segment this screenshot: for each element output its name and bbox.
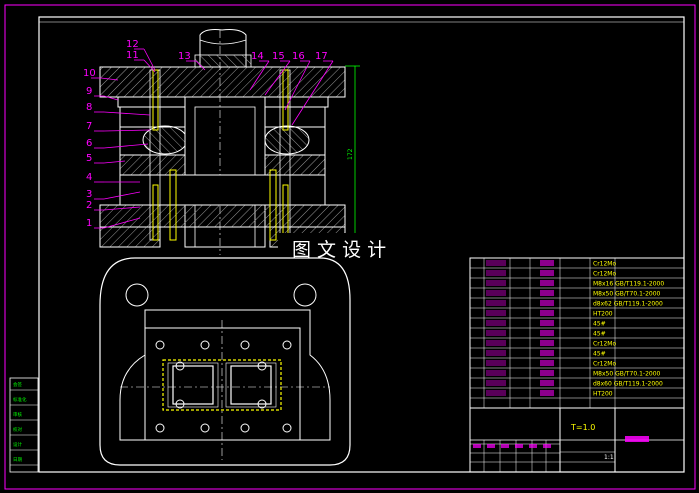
material-cell: M8x50 GB/T70.1-2000 <box>593 291 661 298</box>
height-dimension: 172 <box>347 148 354 160</box>
material-cell: M8x50 GB/T70.1-2000 <box>593 371 661 378</box>
scale-label: 1:1 <box>604 454 614 461</box>
part-number-label: 11 <box>126 50 139 61</box>
part-number-label: 8 <box>86 102 92 113</box>
material-cell: 45# <box>593 331 606 338</box>
material-cell: HT200 <box>593 391 613 398</box>
material-cell: Cr12Mo <box>593 261 616 268</box>
plan-view <box>99 257 351 466</box>
part-number-label: 12 <box>126 39 139 50</box>
stamp-label: 设计 <box>13 441 22 448</box>
part-number-label: 6 <box>86 138 92 149</box>
material-cell: 45# <box>593 321 606 328</box>
thickness-label: T=1.0 <box>570 423 595 432</box>
part-number-label: 10 <box>83 68 96 79</box>
part-number-label: 4 <box>86 172 92 183</box>
part-number-label: 9 <box>86 86 92 97</box>
material-cell: HT200 <box>593 311 613 318</box>
title-block-grid <box>470 440 560 472</box>
part-number-label: 2 <box>86 200 92 211</box>
stamp-label: 标准化 <box>13 396 27 403</box>
part-number-label: 5 <box>86 153 92 164</box>
part-number-label: 7 <box>86 121 92 132</box>
part-number-label: 1 <box>86 218 92 229</box>
material-cell: 45# <box>593 351 606 358</box>
inner-frame <box>38 16 685 473</box>
stamp-label: 审核 <box>13 411 22 418</box>
section-view: 172 <box>99 29 360 255</box>
stamp-label: 校对 <box>13 426 22 433</box>
material-cell: Cr12Mo <box>593 271 616 278</box>
mounting-holes <box>155 340 292 433</box>
material-cell: d8x62 GB/T119.1-2000 <box>593 301 663 308</box>
part-number-label: 13 <box>178 51 191 62</box>
stamp-label: 日期 <box>13 457 22 463</box>
part-number-label: 17 <box>315 51 328 62</box>
material-cell: d8x60 GB/T119.1-2000 <box>593 381 663 388</box>
material-cell: Cr12Mo <box>593 341 616 348</box>
outer-frame <box>4 4 696 490</box>
stamp-label: 会签 <box>13 381 22 388</box>
material-cell: M8x16 GB/T119.1-2000 <box>593 281 664 288</box>
material-cell: Cr12Mo <box>593 361 616 368</box>
part-number-label: 15 <box>272 51 285 62</box>
part-number-label: 3 <box>86 189 92 200</box>
watermark-text: 图 文 设 计 <box>292 239 386 261</box>
part-number-label: 14 <box>251 51 264 62</box>
part-number-label: 16 <box>292 51 305 62</box>
